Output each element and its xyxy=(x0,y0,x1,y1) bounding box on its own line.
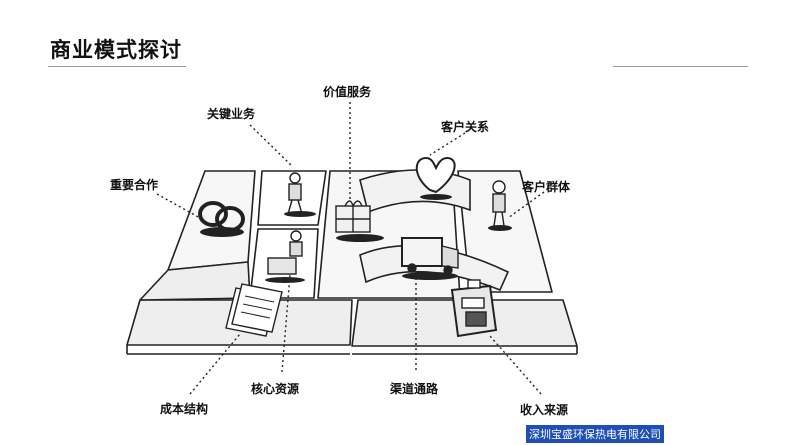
worker-figure-icon xyxy=(284,172,316,217)
label-value-propositions: 价值服务 xyxy=(323,85,372,99)
leader-cost-structure xyxy=(189,333,241,395)
company-footer: 深圳宝盛环保热电有限公司 xyxy=(526,425,664,443)
rings-icon xyxy=(198,201,245,237)
leader-key-resources xyxy=(281,274,291,373)
title-underline xyxy=(48,66,186,67)
label-revenue-streams: 收入来源 xyxy=(520,403,569,417)
label-channels: 渠道通路 xyxy=(390,382,439,396)
gift-box-icon xyxy=(335,200,384,242)
label-cost-structure: 成本结构 xyxy=(160,402,209,416)
canvas-board xyxy=(126,170,578,355)
page-title: 商业模式探讨 xyxy=(50,38,182,62)
leader-customer-relationships xyxy=(429,132,466,156)
label-customer-relationships: 客户关系 xyxy=(441,120,490,134)
label-customer-segments: 客户群体 xyxy=(522,180,571,194)
label-key-resources: 核心资源 xyxy=(251,382,300,396)
leader-key-partners xyxy=(156,193,201,219)
label-key-partners: 重要合作 xyxy=(110,178,159,192)
heart-icon xyxy=(415,156,456,200)
board-left-edge xyxy=(139,261,251,301)
cash-register-icon xyxy=(450,279,498,338)
customer-figure-icon xyxy=(488,180,512,231)
document-papers-icon xyxy=(225,283,283,337)
leader-key-activities xyxy=(249,124,293,167)
label-key-activities: 关键业务 xyxy=(207,107,256,121)
person-with-machine-icon xyxy=(265,230,305,283)
header-divider-right xyxy=(613,66,748,67)
